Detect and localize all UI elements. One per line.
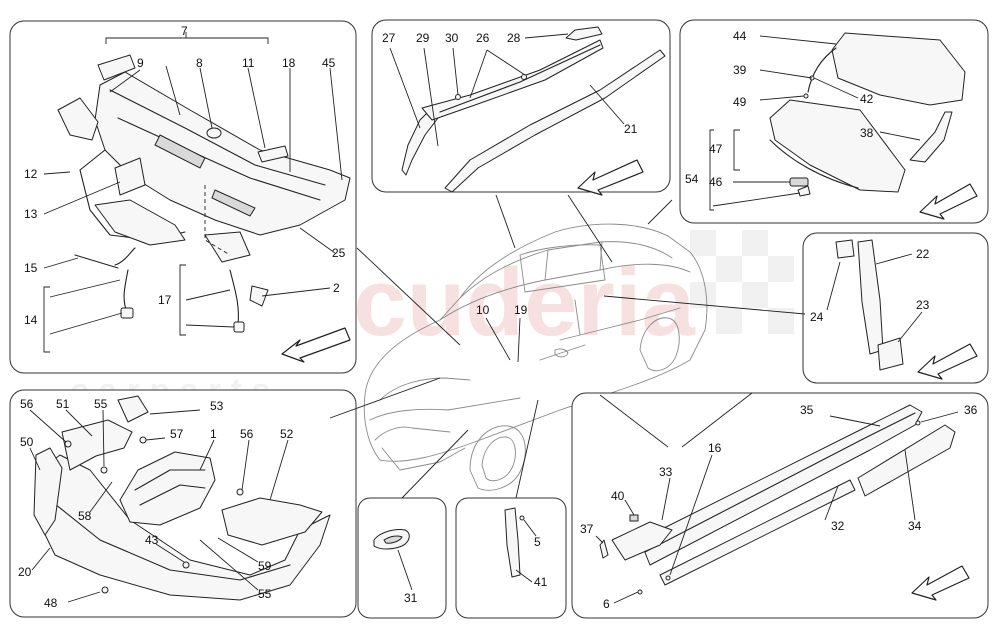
callout-25: 25 bbox=[332, 246, 346, 260]
callout-42: 42 bbox=[860, 92, 874, 106]
panel-underbody: 56 51 55 53 57 1 56 52 50 58 43 59 20 55… bbox=[9, 389, 357, 618]
callout-7: 7 bbox=[181, 24, 188, 38]
callout-2: 2 bbox=[333, 281, 340, 295]
callout-58: 58 bbox=[78, 509, 92, 523]
panel-vent: 31 bbox=[357, 497, 447, 619]
callout-53: 53 bbox=[210, 399, 224, 413]
callout-49: 49 bbox=[733, 95, 747, 109]
callout-15: 15 bbox=[24, 261, 38, 275]
callout-33: 33 bbox=[659, 465, 673, 479]
callout-54: 54 bbox=[685, 172, 699, 186]
checker-flag bbox=[690, 230, 794, 334]
callout-36: 36 bbox=[964, 403, 978, 417]
callout-45: 45 bbox=[322, 56, 336, 70]
callout-9: 9 bbox=[137, 56, 144, 70]
callout-20: 20 bbox=[18, 565, 32, 579]
callout-17: 17 bbox=[158, 293, 172, 307]
callout-52: 52 bbox=[280, 427, 294, 441]
callout-26: 26 bbox=[476, 31, 490, 45]
panel-skirts: 35 36 16 33 40 37 32 34 6 bbox=[571, 392, 989, 619]
panel-roof: 27 29 30 26 28 21 bbox=[371, 19, 671, 196]
panel-spoiler: 44 39 49 42 38 47 46 54 bbox=[679, 19, 989, 224]
callout-47: 47 bbox=[709, 142, 723, 156]
watermark-brand: scuderia bbox=[300, 249, 695, 356]
callout-34: 34 bbox=[908, 519, 922, 533]
callout-43: 43 bbox=[145, 533, 159, 547]
callout-12: 12 bbox=[24, 167, 38, 181]
callout-22: 22 bbox=[916, 247, 930, 261]
callout-51: 51 bbox=[56, 397, 70, 411]
callout-1: 1 bbox=[210, 427, 217, 441]
callout-21: 21 bbox=[624, 122, 638, 136]
callout-14: 14 bbox=[24, 313, 38, 327]
panel-pillar: 24 22 23 bbox=[802, 232, 989, 384]
callout-39: 39 bbox=[733, 63, 747, 77]
callout-28: 28 bbox=[507, 31, 521, 45]
callout-29: 29 bbox=[416, 31, 430, 45]
callout-23: 23 bbox=[916, 298, 930, 312]
callout-30: 30 bbox=[445, 31, 459, 45]
callout-55-top: 55 bbox=[94, 397, 108, 411]
callout-8: 8 bbox=[196, 56, 203, 70]
panel-cowl: 7 9 8 11 18 45 12 13 15 14 17 2 25 bbox=[9, 20, 357, 374]
callout-18: 18 bbox=[282, 56, 296, 70]
callout-56-left: 56 bbox=[20, 397, 34, 411]
car-outline bbox=[363, 223, 708, 491]
callout-13: 13 bbox=[24, 207, 38, 221]
callout-31: 31 bbox=[404, 591, 418, 605]
callout-5: 5 bbox=[534, 535, 541, 549]
callout-35: 35 bbox=[800, 403, 814, 417]
car-callouts: 10 19 bbox=[329, 194, 806, 499]
callout-32: 32 bbox=[831, 519, 845, 533]
callout-57: 57 bbox=[170, 427, 184, 441]
callout-27: 27 bbox=[382, 31, 396, 45]
callout-55-bottom: 55 bbox=[258, 587, 272, 601]
panel-bpillar: 5 41 bbox=[455, 497, 567, 619]
callout-50: 50 bbox=[20, 435, 34, 449]
callout-19: 19 bbox=[514, 303, 528, 317]
callout-16: 16 bbox=[708, 441, 722, 455]
callout-37: 37 bbox=[580, 522, 594, 536]
callout-41: 41 bbox=[534, 575, 548, 589]
callout-38: 38 bbox=[860, 126, 874, 140]
callout-11: 11 bbox=[242, 56, 255, 70]
callout-10: 10 bbox=[476, 303, 490, 317]
callout-44: 44 bbox=[733, 29, 747, 43]
callout-56-right: 56 bbox=[240, 427, 254, 441]
callout-6: 6 bbox=[603, 597, 610, 611]
callout-40: 40 bbox=[611, 489, 625, 503]
callout-24: 24 bbox=[810, 310, 824, 324]
callout-48: 48 bbox=[44, 596, 58, 610]
callout-46: 46 bbox=[709, 175, 723, 189]
callout-59: 59 bbox=[258, 559, 272, 573]
